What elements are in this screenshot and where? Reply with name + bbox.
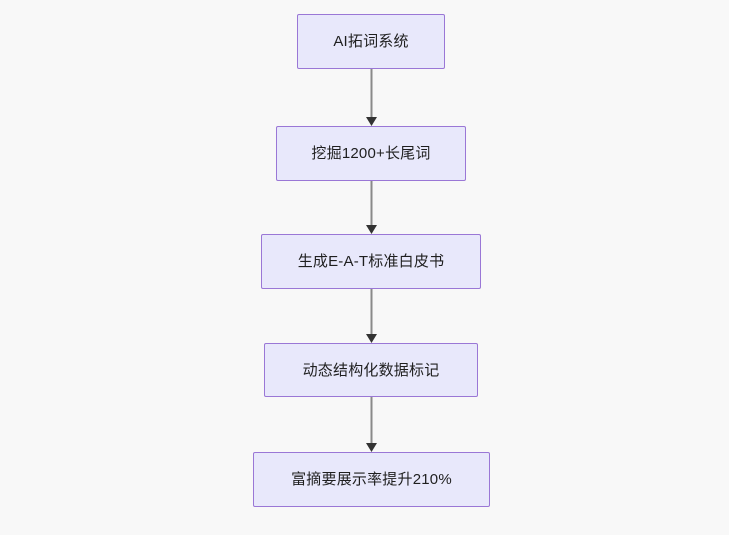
flow-node-label: AI拓词系统: [333, 33, 409, 50]
flow-connector: [365, 69, 377, 126]
flow-node-2[interactable]: 挖掘1200+长尾词: [276, 126, 466, 181]
flow-connector: [365, 397, 377, 452]
arrowhead-down-icon: [365, 443, 377, 452]
arrowhead-down-icon: [365, 117, 377, 126]
flow-node-5[interactable]: 富摘要展示率提升210%: [253, 452, 490, 507]
flow-node-label: 挖掘1200+长尾词: [311, 145, 431, 162]
flow-connector: [365, 181, 377, 234]
flow-connector: [365, 289, 377, 343]
flow-node-label: 动态结构化数据标记: [302, 361, 440, 379]
flow-node-label: 富摘要展示率提升210%: [291, 471, 452, 488]
arrowhead-down-icon: [365, 225, 377, 234]
arrowhead-down-icon: [365, 334, 377, 343]
flow-node-3[interactable]: 生成E-A-T标准白皮书: [261, 234, 481, 289]
flow-node-label: 生成E-A-T标准白皮书: [297, 253, 445, 270]
flow-node-4[interactable]: 动态结构化数据标记: [264, 343, 478, 397]
flow-node-1[interactable]: AI拓词系统: [297, 14, 445, 69]
